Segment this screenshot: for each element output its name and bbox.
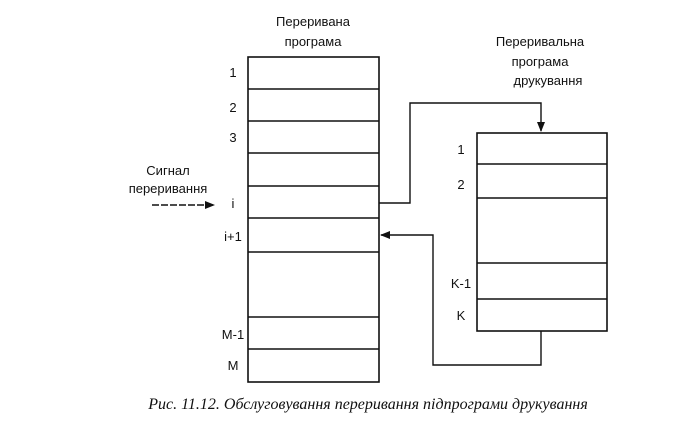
interrupted-program-title-line2: програма	[285, 34, 343, 49]
interrupt-routine-frame	[476, 132, 608, 332]
routine-row-label-2: 2	[457, 177, 464, 192]
jump-to-routine-arrow	[379, 102, 545, 204]
routine-row-label-1: 1	[457, 142, 464, 157]
interrupt-routine-block	[476, 132, 608, 332]
figure-caption: Рис. 11.12. Обслуговування переривання п…	[147, 396, 588, 413]
row-label-m-minus-1: M-1	[222, 327, 244, 342]
interrupt-routine-title-line2: програма	[512, 54, 570, 69]
interrupted-program-title-line1: Переривана	[276, 14, 351, 29]
interrupted-program-frame	[247, 56, 380, 383]
row-label-i: i	[232, 196, 235, 211]
interrupt-routine-title-line3: друкування	[514, 73, 583, 88]
signal-label-line2: переривання	[129, 181, 208, 196]
row-label-2: 2	[229, 100, 236, 115]
row-label-3: 3	[229, 130, 236, 145]
return-arrow	[380, 231, 542, 366]
row-label-m: M	[228, 358, 239, 373]
signal-label-line1: Сигнал	[146, 163, 189, 178]
routine-row-label-k-minus-1: K-1	[451, 276, 471, 291]
routine-row-label-k: K	[457, 308, 466, 323]
interrupt-routine-title-line1: Переривальна	[496, 34, 585, 49]
interrupted-program-block	[247, 56, 380, 383]
row-label-1: 1	[229, 65, 236, 80]
row-label-i-plus-1: i+1	[224, 229, 242, 244]
